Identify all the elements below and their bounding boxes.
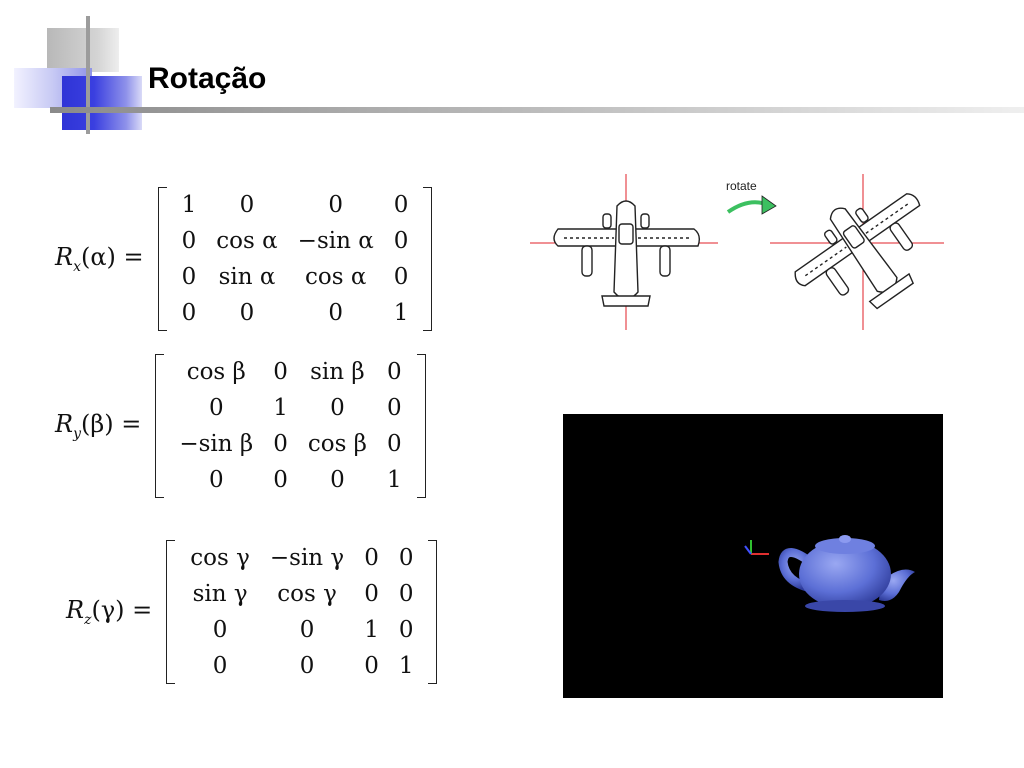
teapot-icon xyxy=(778,535,915,612)
plane-original xyxy=(530,174,718,330)
rx-label: Rx(α) = xyxy=(55,243,144,275)
rotate-label: rotate xyxy=(726,179,757,193)
plane-rotation-figure: rotate xyxy=(530,174,944,330)
rotate-arrow-shaft xyxy=(726,200,767,214)
rotate-arrow-head xyxy=(761,195,777,215)
teapot-render xyxy=(563,414,943,698)
header-decoration-gray xyxy=(47,28,119,72)
plane-rotated xyxy=(770,174,944,330)
teapot-scene xyxy=(744,535,915,612)
rotate-arrow: rotate xyxy=(726,179,777,215)
plane-icon xyxy=(553,200,701,307)
slide-title: Rotação xyxy=(148,62,267,95)
ry-label: Ry(β) = xyxy=(55,410,142,442)
header-decoration-blue xyxy=(62,76,142,130)
plane-icon-rotated xyxy=(794,193,921,310)
header-horizontal-line xyxy=(50,107,1024,113)
axis-gizmo-icon xyxy=(744,540,769,555)
rz-label: Rz(γ) = xyxy=(66,596,153,628)
header-vertical-line xyxy=(86,16,90,134)
